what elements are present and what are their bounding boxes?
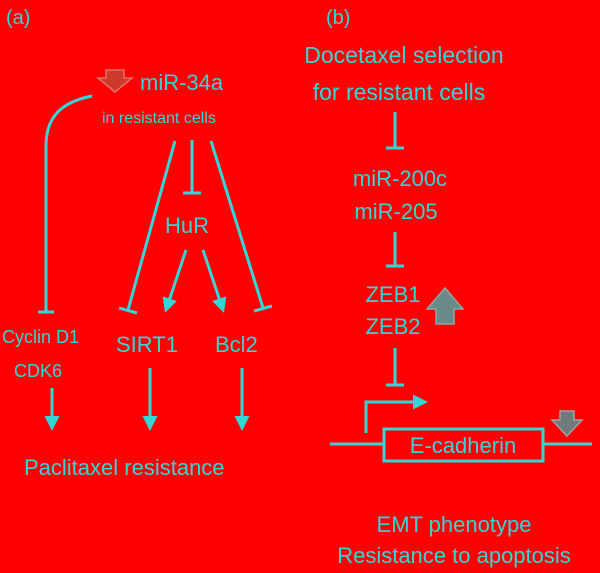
up-arrow-icon xyxy=(425,286,465,325)
cdk6-label: CDK6 xyxy=(14,361,62,381)
sirt1-label: SIRT1 xyxy=(116,332,178,357)
down-arrow-icon xyxy=(550,410,584,438)
selection-line2: for resistant cells xyxy=(313,79,486,105)
inhibit-bar-bcl2 xyxy=(253,304,273,313)
mir34a-label: miR-34a xyxy=(140,70,224,95)
zeb2-label: ZEB2 xyxy=(365,314,420,339)
activate-arrow-hur-bcl2 xyxy=(201,249,227,313)
panel-b-label: (b) xyxy=(326,7,350,29)
panel-a-label: (a) xyxy=(6,7,30,29)
activate-arrow-hur-sirt1 xyxy=(162,249,188,313)
inhibit-line-sirt1 xyxy=(126,140,177,311)
promoter-arrow xyxy=(364,394,428,433)
mir205-label: miR-205 xyxy=(354,199,437,224)
inhibit-line-cyclin xyxy=(44,94,93,312)
resistance-apoptosis-label: Resistance to apoptosis xyxy=(337,543,571,568)
emt-phenotype-label: EMT phenotype xyxy=(377,512,532,537)
paclitaxel-resistance-label: Paclitaxel resistance xyxy=(24,455,225,480)
cyclin-d1-label: Cyclin D1 xyxy=(2,327,79,347)
zeb1-label: ZEB1 xyxy=(365,282,420,307)
panel-a: (a) miR-34a in resistant cells HuR Cycli… xyxy=(2,7,273,480)
mir200c-label: miR-200c xyxy=(353,166,447,191)
ecadherin-label: E-cadherin xyxy=(410,433,516,458)
inhibit-bar-sirt1 xyxy=(118,306,138,315)
resistant-cells-label: in resistant cells xyxy=(102,110,216,127)
bcl2-label: Bcl2 xyxy=(215,332,258,357)
hur-label: HuR xyxy=(165,213,209,238)
panel-b: (b) Docetaxel selection for resistant ce… xyxy=(304,7,592,568)
selection-line1: Docetaxel selection xyxy=(304,42,503,68)
inhibit-line-bcl2 xyxy=(209,140,265,309)
down-arrow-icon xyxy=(95,69,135,93)
